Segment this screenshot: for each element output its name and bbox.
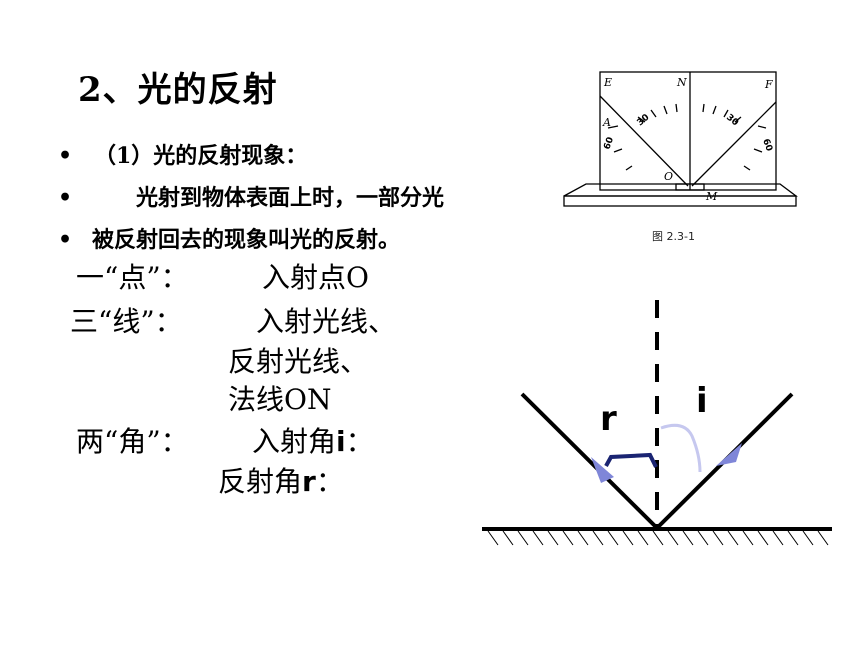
angle-r-label: r [600, 399, 617, 439]
angle-i-arc [660, 423, 702, 473]
bullet-text: （1）光的反射现象： [94, 143, 308, 169]
bullet-dot: • [58, 143, 73, 169]
apparatus-right-ticks [702, 103, 767, 171]
bullet-item-2: • 光射到物体表面上时，一部分光 [58, 180, 444, 212]
reflection-apparatus-figure [563, 71, 798, 207]
apparatus-scale-right-60: 60 [760, 138, 774, 153]
apparatus-scale-left-60: 60 [602, 136, 616, 151]
apparatus-label-O: O [664, 170, 673, 183]
line-label: 三“线”： [70, 305, 183, 338]
angle-value-prefix: 入射角 [252, 425, 337, 458]
apparatus-label-M: M [705, 190, 718, 203]
line-value-3: 法线ON [228, 383, 332, 416]
apparatus-scale-left-30: 30 [636, 113, 652, 129]
apparatus-left-ticks [607, 103, 678, 171]
angle-r-arc [604, 452, 658, 468]
angle-label: 两“角”： [76, 425, 189, 458]
incident-ray-arrow [716, 443, 742, 466]
reflected-ray-arrow [591, 457, 614, 483]
angle-symbol-r: r [302, 465, 316, 498]
angle-value-prefix: 反射角 [218, 465, 303, 498]
point-label: 一“点”： [76, 261, 189, 294]
apparatus-caption: 图 2.3-1 [652, 230, 695, 243]
apparatus-reflected-ray [691, 101, 777, 187]
apparatus-incident-ray [599, 95, 689, 187]
mirror-hatching [487, 530, 829, 546]
line-value-2: 反射光线、 [228, 345, 369, 378]
reflection-ray-diagram: r i [482, 300, 832, 546]
bullet-dot: • [58, 227, 73, 253]
apparatus-mirror [675, 183, 705, 191]
apparatus-screen [599, 71, 777, 191]
apparatus-label-A: A [602, 116, 611, 129]
apparatus-label-E: E [603, 76, 612, 89]
bullet-item-3: • 被反射回去的现象叫光的反射。 [58, 222, 400, 254]
slide-title: 2、光的反射 [78, 70, 278, 110]
apparatus-base-front [563, 195, 797, 207]
apparatus-label-F: F [764, 78, 773, 91]
angle-value-suffix: ： [345, 425, 374, 458]
bullet-text: 光射到物体表面上时，一部分光 [136, 185, 445, 211]
bullet-item-1: • （1）光的反射现象： [58, 138, 307, 170]
angle-value-incidence: 入射角i： [252, 420, 374, 460]
bullet-text: 被反射回去的现象叫光的反射。 [92, 227, 401, 253]
point-value: 入射点O [262, 261, 369, 294]
line-value-1: 入射光线、 [256, 305, 397, 338]
apparatus-scale-right-30: 30 [724, 113, 740, 129]
angle-value-suffix: ： [315, 465, 344, 498]
bullet-dot: • [58, 185, 73, 211]
angle-i-label: i [696, 381, 708, 421]
apparatus-label-N: N [676, 76, 687, 89]
reflected-ray [520, 392, 659, 530]
angle-symbol-i: i [336, 425, 346, 458]
angle-value-reflection: 反射角r： [218, 460, 344, 500]
